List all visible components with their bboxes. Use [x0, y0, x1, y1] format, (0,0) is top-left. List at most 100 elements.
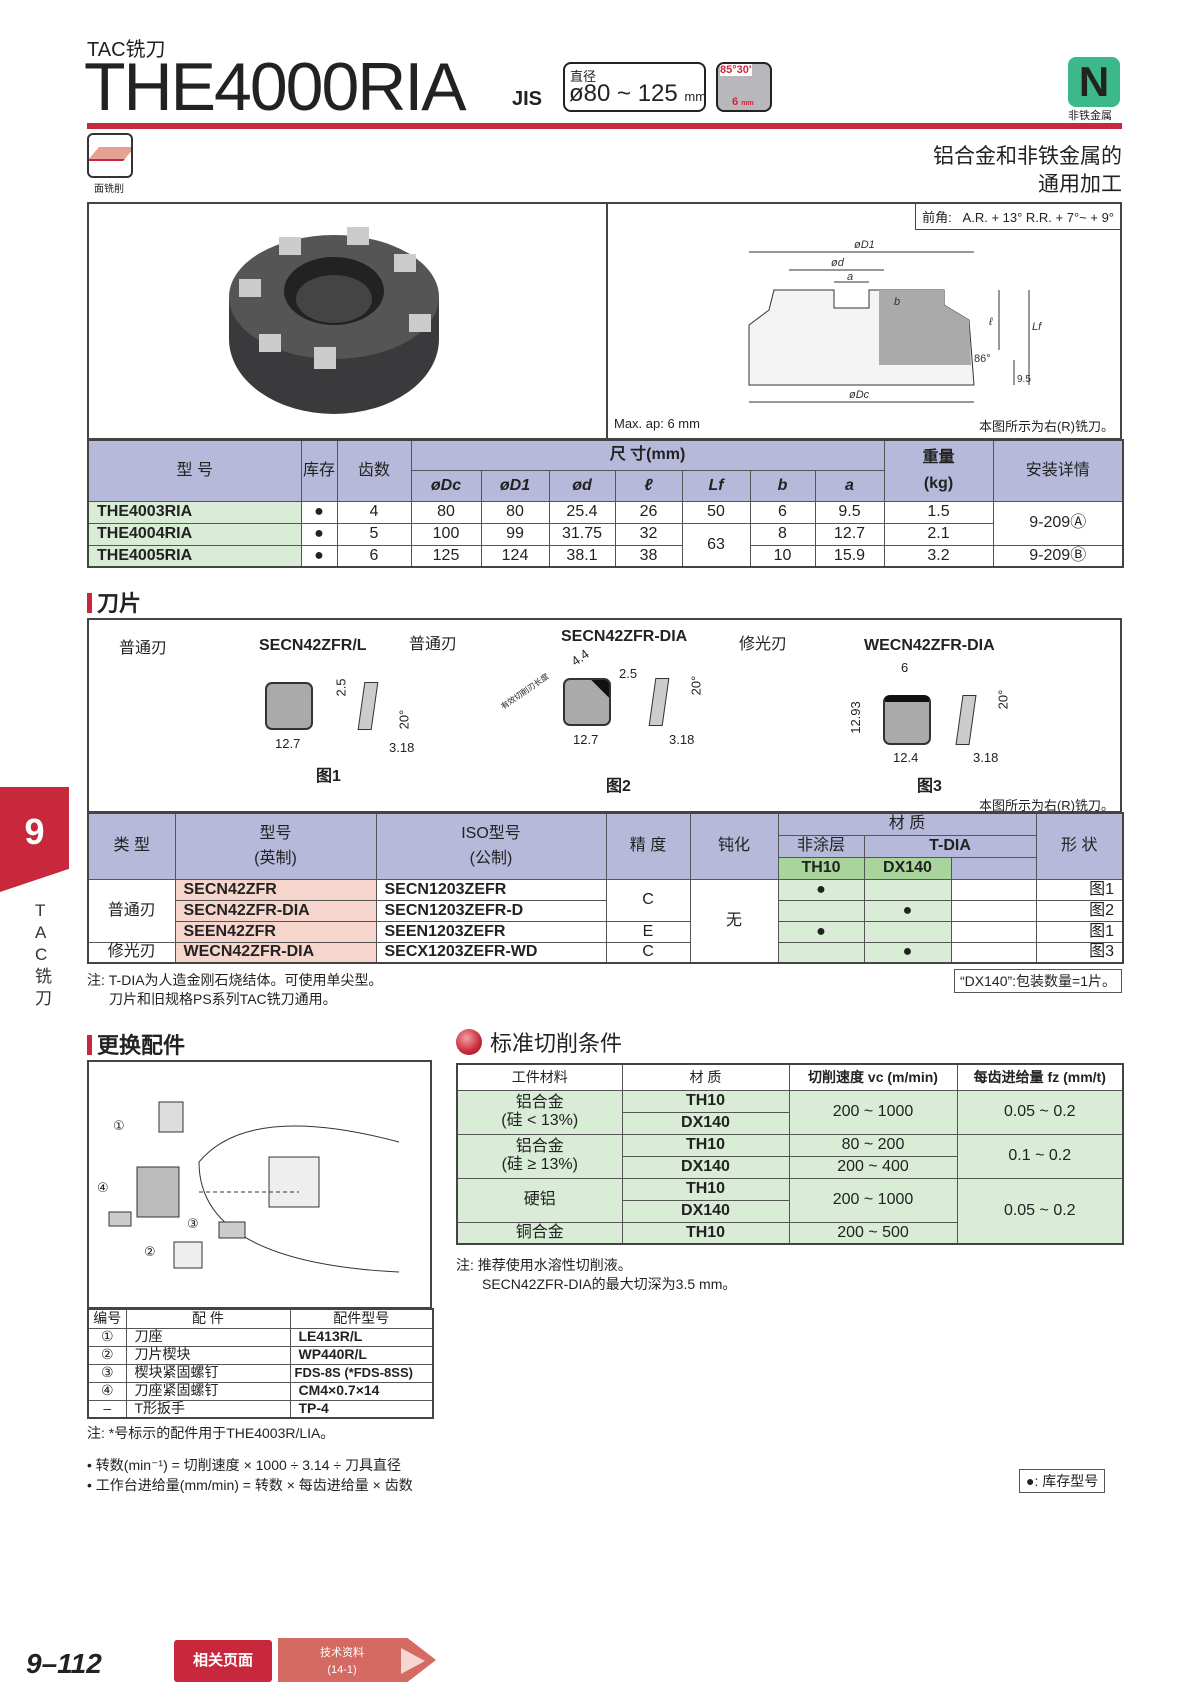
dim-b: b	[894, 296, 900, 308]
lf-cell: 63	[681, 522, 751, 568]
weight-label: 重量	[922, 449, 955, 467]
d1-cell: 124	[480, 544, 550, 568]
fig3-label: 图3	[917, 778, 942, 795]
col-Dc: øDc	[410, 469, 482, 502]
lf-cell: 50	[681, 500, 751, 524]
fig3-model: WECN42ZFR-DIA	[864, 637, 995, 654]
th10-cell	[777, 899, 865, 922]
col-iso-label: ISO型号	[461, 824, 521, 842]
dim-l: ℓ	[988, 316, 993, 328]
col-teeth: 齿数	[336, 439, 412, 502]
model-cell: SEEN42ZFR	[174, 920, 377, 943]
col-l: ℓ	[614, 469, 683, 502]
dc-cell: 100	[410, 522, 482, 546]
parts-heading-text: 更换配件	[97, 1033, 186, 1058]
material-badge: N	[1068, 57, 1120, 107]
d1-cell: 80	[480, 500, 550, 524]
fig1-h: 3.18	[389, 740, 415, 755]
work-line1: 铝合金	[515, 1094, 564, 1112]
l-cell: 26	[614, 500, 683, 524]
stock-cell: ●	[300, 522, 338, 546]
dx140-cell: ●	[863, 941, 952, 964]
no-cell: ①	[87, 1327, 127, 1347]
inserts-note: 本图所示为右(R)铣刀。	[978, 798, 1114, 813]
d-cell: 31.75	[548, 522, 616, 546]
col-b: b	[749, 469, 816, 502]
dc-cell: 80	[410, 500, 482, 524]
technical-drawing: øD1 ød a b ℓ Lf 86° 9.5 øDc	[748, 239, 1042, 403]
a-cell: 12.7	[814, 522, 885, 546]
depth-value: 6 mm	[732, 96, 754, 108]
mount-link[interactable]: 9-209Ⓐ	[992, 500, 1124, 546]
insert-fig2-side-icon	[648, 678, 670, 726]
cutting-heading: 标准切削条件	[490, 1031, 623, 1056]
precision-cell: C	[605, 878, 691, 922]
series-label: TAC铣刀	[87, 39, 166, 61]
cutting-table: 工件材料材 质切削速度 vc (m/min)每齿进给量 fz (mm/t) 铝合…	[456, 1063, 1124, 1245]
grade-cell: TH10	[621, 1177, 790, 1201]
parts-diagram: ① ② ③ ④	[87, 1060, 432, 1309]
grade-cell: DX140	[621, 1111, 790, 1135]
chapter-tab[interactable]: 9	[0, 787, 69, 892]
diameter-badge: 直径 ø80 ~ 125 mm	[563, 62, 706, 112]
col-shape: 形 状	[1035, 812, 1124, 880]
figure-divider	[606, 204, 608, 438]
callout-4: ④	[97, 1180, 109, 1195]
dim-D1: øD1	[854, 239, 875, 251]
col-stock: 库存	[300, 439, 338, 502]
related-pages-button[interactable]: 相关页面	[174, 1640, 272, 1682]
d-cell: 25.4	[548, 500, 616, 524]
model-cell: THE4004RIA	[87, 522, 302, 546]
insert-note-1: 注: T-DIA为人造金刚石烧结体。可使用单尖型。	[87, 972, 383, 988]
insert-fig3-side-icon	[955, 695, 977, 745]
iso-cell: SECX1203ZEFR-WD	[375, 941, 607, 964]
col-hone: 钝化	[689, 812, 779, 880]
precision-cell: E	[605, 920, 691, 943]
feed-cell: 0.05 ~ 0.2	[956, 1089, 1124, 1135]
no-cell: ④	[87, 1381, 127, 1401]
grade-cell: TH10	[621, 1133, 790, 1157]
fig3-width: 12.4	[893, 750, 919, 765]
depth-badge: 85°30' 6 mm	[716, 62, 772, 112]
part-cell: 楔块紧固螺钉	[125, 1363, 291, 1383]
fig3-side: 12.93	[847, 701, 863, 734]
col-model: 型号(英制)	[174, 812, 377, 880]
hone-cell: 无	[689, 878, 779, 964]
insert-fig1-icon	[265, 682, 313, 730]
fig2-t: 2.5	[619, 666, 638, 681]
fig2-edge: 4.4	[568, 646, 592, 669]
col-D1: øD1	[480, 469, 550, 502]
empty-cell	[950, 920, 1037, 943]
dim-Dc: øDc	[849, 389, 870, 401]
col-speed: 切削速度 vc (m/min)	[788, 1063, 958, 1091]
fig1-angle: 20°	[396, 709, 412, 730]
col-iso: ISO型号(公制)	[375, 812, 607, 880]
mount-link[interactable]: 9-209Ⓑ	[992, 544, 1124, 568]
formula-rpm: • 转数(min⁻¹) = 切削速度 × 1000 ÷ 3.14 ÷ 刀具直径	[87, 1457, 401, 1473]
formulas: • 转数(min⁻¹) = 切削速度 × 1000 ÷ 3.14 ÷ 刀具直径 …	[87, 1455, 413, 1495]
chapter-number: 9	[24, 811, 45, 852]
diameter-label: 直径	[570, 69, 597, 84]
b-cell: 10	[749, 544, 816, 568]
table-row: DX140	[457, 1111, 1123, 1135]
rake-value: A.R. + 13° R.R. + 7°~ + 9°	[962, 210, 1114, 225]
model-cell: SECN42ZFR-DIA	[174, 899, 377, 922]
model-cell: WECN42ZFR-DIA	[174, 941, 377, 964]
dim-Lf: Lf	[1032, 321, 1042, 333]
col-dims: 尺 寸(mm)	[410, 439, 885, 471]
shape-cell: 图1	[1035, 878, 1124, 901]
depth-number: 6	[732, 96, 739, 108]
page-number: 9–112	[26, 1648, 102, 1679]
cutting-note-2: SECN42ZFR-DIA的最大切深为3.5 mm。	[482, 1276, 737, 1292]
iso-cell: SEEN1203ZEFR	[375, 920, 607, 943]
col-model: 型 号	[87, 439, 302, 502]
table-row: DX140	[457, 1199, 1123, 1223]
angle-value: 85°30'	[720, 64, 752, 76]
dim-h: 9.5	[1017, 374, 1031, 385]
operation-label: 面铣削	[94, 184, 124, 195]
